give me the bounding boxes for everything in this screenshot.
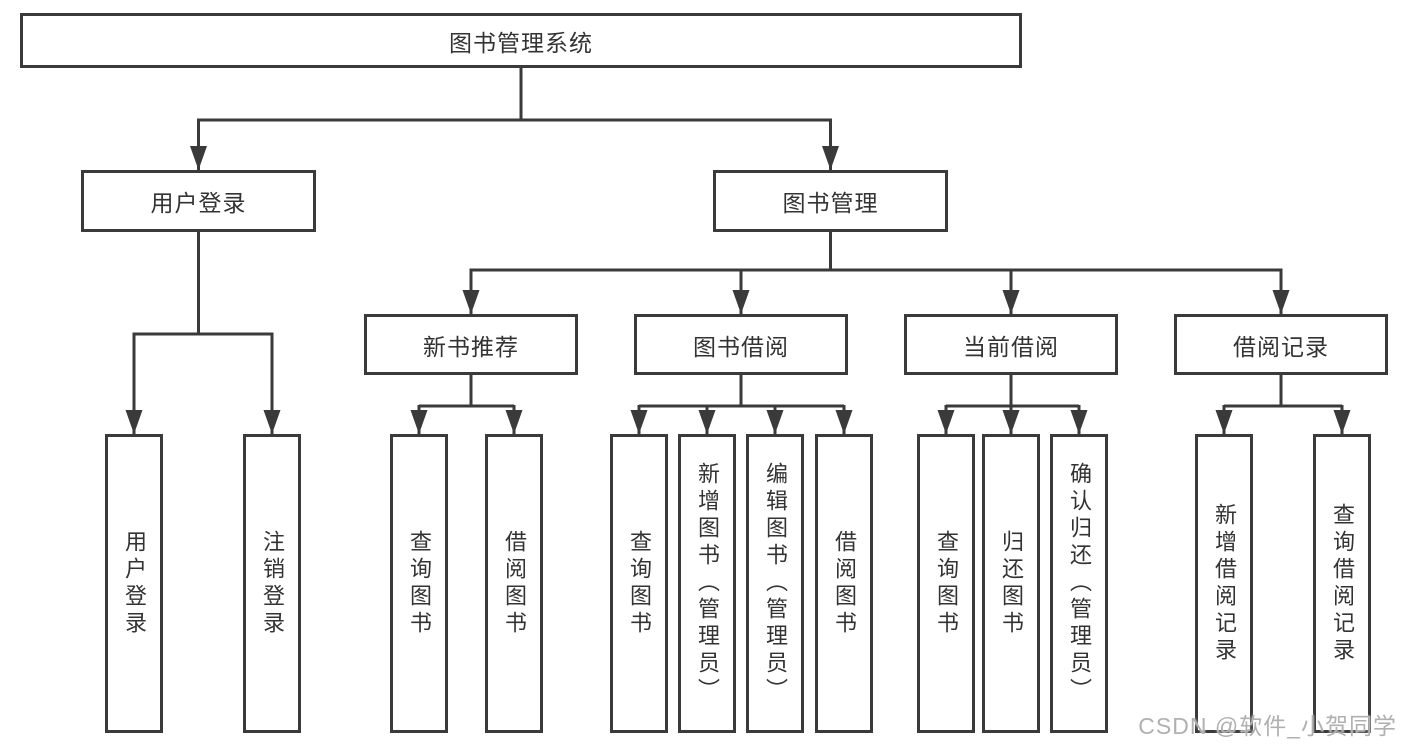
leaf-book-borrow-2: 编辑图书（管理员） (746, 434, 804, 733)
node-book-mgmt: 图书管理 (713, 170, 948, 232)
connector-book-mgmt-stem (471, 232, 1281, 272)
node-new-books: 新书推荐 (364, 314, 578, 375)
leaf-new-books-0: 查询图书 (390, 434, 448, 733)
node-book-borrow-label: 图书借阅 (693, 333, 789, 360)
node-borrow-records: 借阅记录 (1174, 314, 1388, 375)
leaf-current-borrow-0: 查询图书 (917, 434, 975, 733)
node-current-borrow: 当前借阅 (904, 314, 1118, 375)
connector-user-login-stem (134, 232, 272, 336)
node-book-mgmt-label: 图书管理 (782, 190, 879, 216)
leaf-book-borrow-1: 新增图书（管理员） (678, 434, 736, 733)
node-book-borrow: 图书借阅 (634, 314, 848, 375)
connector-borrow-records-stem (1224, 375, 1342, 408)
leaf-new-books-1: 借阅图书 (485, 434, 543, 733)
leaf-borrow-records-1-label: 查询借阅记录 (1330, 502, 1355, 665)
node-user-login-label: 用户登录 (150, 190, 247, 216)
watermark: CSDN @软件_小贺同学 (1138, 713, 1397, 739)
leaf-current-borrow-2: 确认归还（管理员） (1050, 434, 1108, 733)
connector-book-borrow-stem (639, 375, 844, 408)
leaf-borrow-records-0: 新增借阅记录 (1195, 434, 1253, 733)
leaf-book-borrow-1-label: 新增图书（管理员） (695, 462, 720, 705)
leaf-book-borrow-0: 查询图书 (610, 434, 668, 733)
node-root-label: 图书管理系统 (449, 29, 593, 56)
leaf-user-login-0-label: 用户登录 (122, 529, 147, 638)
leaf-book-borrow-0-label: 查询图书 (627, 529, 652, 638)
node-user-login: 用户登录 (81, 170, 316, 232)
leaf-borrow-records-1: 查询借阅记录 (1313, 434, 1371, 733)
leaf-current-borrow-2-label: 确认归还（管理员） (1067, 462, 1092, 705)
node-root: 图书管理系统 (20, 13, 1022, 68)
connector-new-books-stem (419, 375, 514, 408)
connector-current-borrow-stem (946, 375, 1079, 408)
leaf-current-borrow-1: 归还图书 (982, 434, 1040, 733)
leaf-book-borrow-2-label: 编辑图书（管理员） (763, 462, 788, 705)
node-current-borrow-label: 当前借阅 (963, 333, 1059, 360)
node-new-books-label: 新书推荐 (423, 333, 519, 360)
leaf-book-borrow-3: 借阅图书 (815, 434, 873, 733)
node-borrow-records-label: 借阅记录 (1233, 333, 1329, 360)
leaf-new-books-1-label: 借阅图书 (502, 529, 527, 638)
leaf-current-borrow-0-label: 查询图书 (934, 529, 959, 638)
leaf-user-login-1: 注销登录 (243, 434, 301, 733)
connector-root-stem (198, 68, 831, 122)
leaf-borrow-records-0-label: 新增借阅记录 (1212, 502, 1237, 665)
leaf-user-login-0: 用户登录 (105, 434, 163, 733)
leaf-new-books-0-label: 查询图书 (407, 529, 432, 638)
leaf-user-login-1-label: 注销登录 (260, 529, 285, 638)
leaf-current-borrow-1-label: 归还图书 (999, 529, 1024, 638)
leaf-book-borrow-3-label: 借阅图书 (832, 529, 857, 638)
